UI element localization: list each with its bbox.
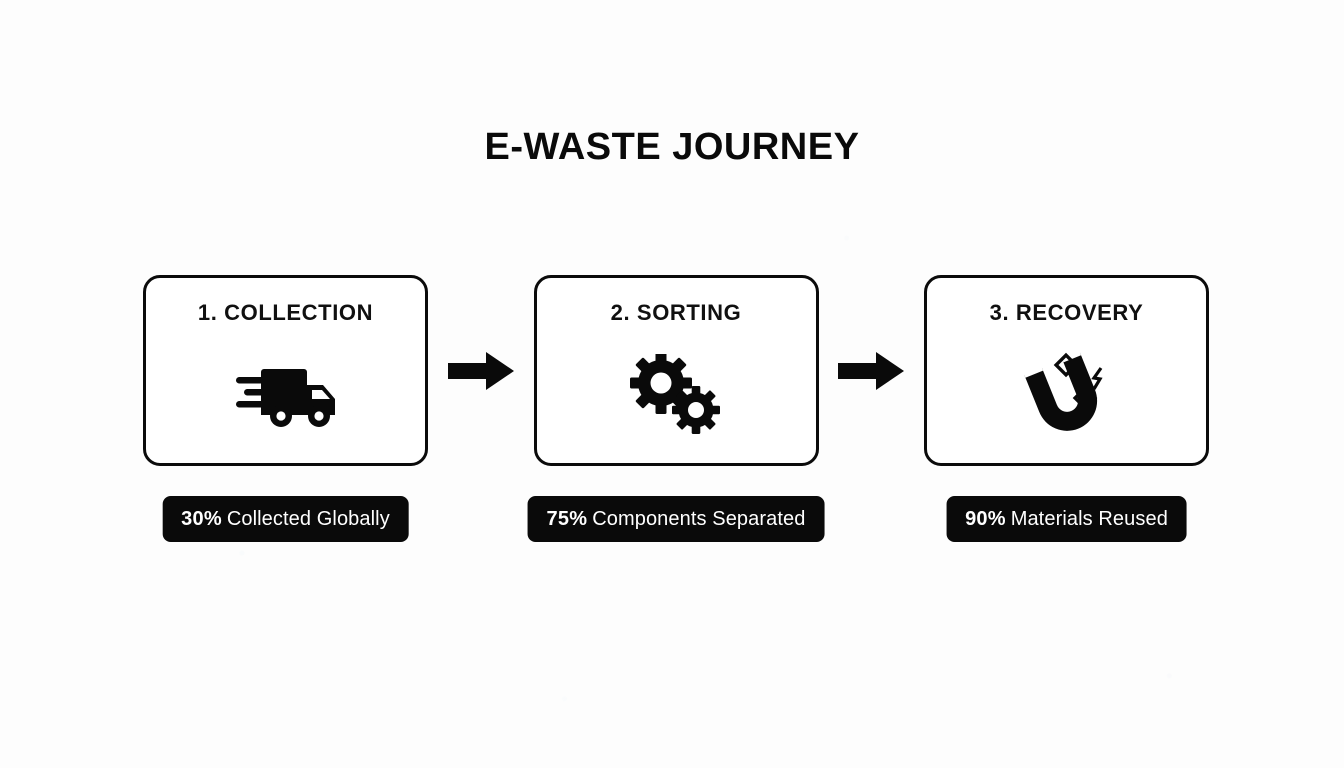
process-flow: 1. COLLECTION — [143, 275, 1209, 466]
delivery-truck-icon — [146, 324, 425, 463]
stat-badge-recovery[interactable]: 90% Materials Reused — [946, 496, 1187, 542]
stat-percent-sorting: 75% — [546, 508, 588, 530]
flow-arrow-2 — [836, 347, 906, 395]
stat-percent-recovery: 90% — [965, 508, 1006, 530]
stat-percent-collection: 30% — [181, 508, 222, 530]
step-card-collection[interactable]: 1. COLLECTION — [143, 275, 428, 466]
flow-arrow-1 — [446, 347, 516, 395]
step-title-recovery: 3. RECOVERY — [989, 300, 1144, 325]
stat-label-sorting: Components Separated — [592, 508, 806, 530]
step-card-sorting[interactable]: 2. SORTING — [533, 275, 819, 466]
page-title: E-WASTE JOURNEY — [484, 126, 860, 168]
magnet-icon — [927, 324, 1206, 463]
stat-badge-row: 30% Collected Globally 75% Components Se… — [143, 496, 1209, 542]
step-title-collection: 1. COLLECTION — [197, 300, 374, 325]
gears-icon — [537, 324, 816, 463]
stat-label-collection: Collected Globally — [226, 508, 390, 530]
stat-badge-sorting[interactable]: 75% Components Separated — [527, 496, 825, 542]
step-title-sorting: 2. SORTING — [610, 300, 742, 325]
step-card-recovery[interactable]: 3. RECOVERY — [924, 275, 1209, 466]
stat-label-recovery: Materials Reused — [1010, 508, 1168, 530]
stat-badge-collection[interactable]: 30% Collected Globally — [162, 496, 409, 542]
